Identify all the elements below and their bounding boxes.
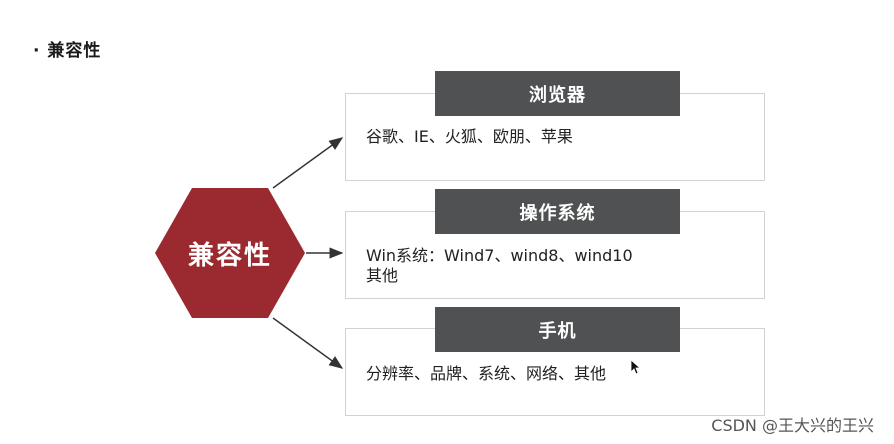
- browsers-tag: 浏览器: [435, 71, 680, 116]
- mobile-tag: 手机: [435, 307, 680, 352]
- arrow-to-mobile: [272, 317, 344, 369]
- section-heading: · 兼容性: [33, 41, 102, 61]
- browsers-card: [345, 93, 765, 181]
- watermark: CSDN @王大兴的王兴: [711, 416, 874, 435]
- os-text-line-2: 其他: [366, 266, 399, 285]
- mouse-cursor-icon: [630, 359, 642, 375]
- browsers-text: 谷歌、IE、火狐、欧朋、苹果: [366, 127, 573, 146]
- compatibility-hexagon: [155, 188, 305, 318]
- os-tag: 操作系统: [435, 189, 680, 234]
- arrow-to-browsers: [272, 137, 344, 189]
- mobile-text: 分辨率、品牌、系统、网络、其他: [366, 364, 607, 383]
- os-text-line-1: Win系统：Wind7、wind8、wind10: [366, 246, 633, 265]
- hexagon-label: 兼容性: [187, 240, 272, 271]
